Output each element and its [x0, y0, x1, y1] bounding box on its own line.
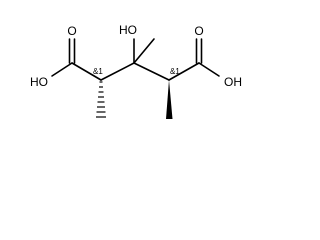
stereo-label-right: &1 [170, 67, 180, 76]
atom-oh-left: HO [30, 75, 48, 89]
molecule-structure: O HO HO O OH &1 &1 [30, 23, 242, 119]
bond-c-oh-left [51, 62, 73, 77]
bond-c-c-center-left [100, 62, 135, 81]
hashed-bond-left-methyl [96, 81, 106, 118]
atom-oh-right: OH [224, 75, 242, 89]
atom-oh-center: HO [119, 23, 137, 37]
wedge-bond-right-methyl [166, 80, 173, 119]
bond-c-methyl-center [133, 38, 155, 64]
stereo-label-left: &1 [93, 67, 103, 76]
bond-c-c-left [71, 62, 102, 81]
bond-c-c-center-right [133, 62, 170, 81]
bond-c-oh-right [198, 62, 220, 77]
bond-c-c-right [168, 62, 200, 81]
atom-o-right-carbonyl: O [194, 24, 203, 38]
atom-o-left-carbonyl: O [67, 24, 76, 38]
